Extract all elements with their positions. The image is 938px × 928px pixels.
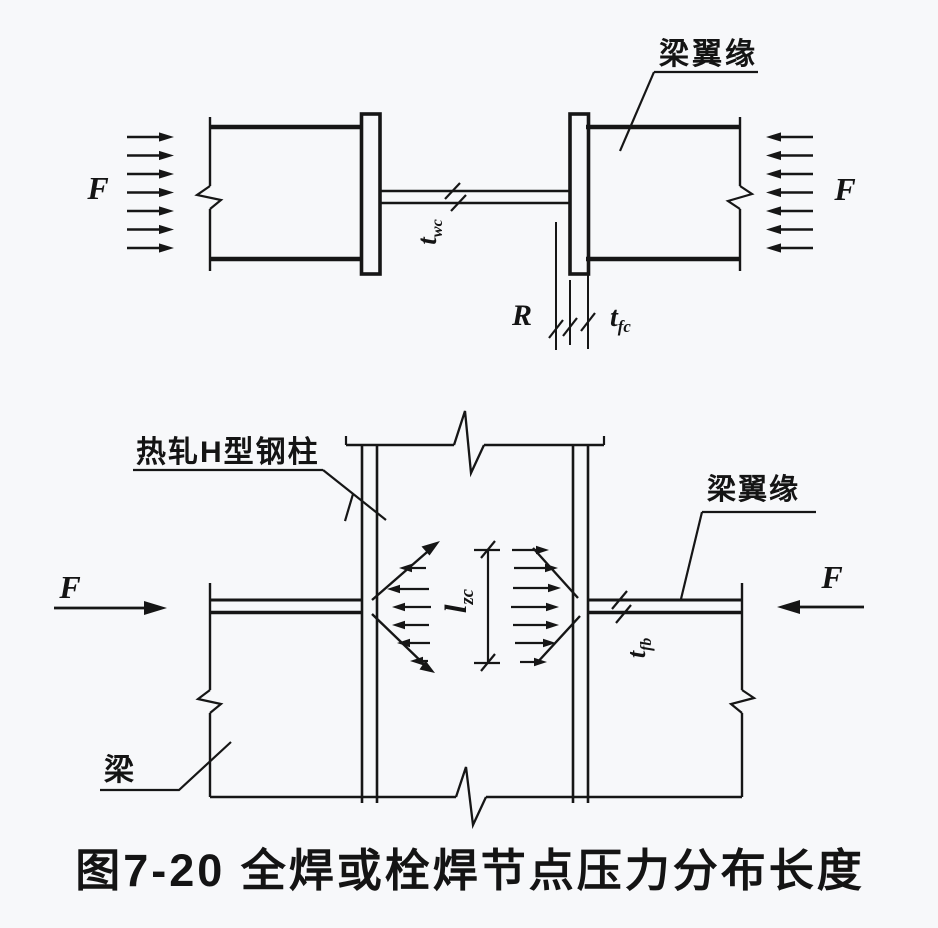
tfb-label: tfb (622, 638, 655, 658)
break-mark (194, 185, 224, 210)
lzc-label: lzc (438, 589, 478, 613)
dim-tick (562, 317, 578, 337)
radius-label: R (511, 299, 532, 332)
spread-diagonal (534, 615, 581, 666)
break-mark (728, 689, 757, 714)
twc-tick (450, 194, 467, 212)
break-mark (452, 410, 486, 478)
force-label: F (833, 171, 855, 207)
left-beam (195, 583, 362, 797)
column-section: twc (359, 112, 591, 276)
callout-leader (322, 469, 387, 521)
dim-tick (480, 653, 496, 672)
callout-leader (618, 71, 656, 152)
top-plan-view: F twc (86, 38, 856, 350)
diagonal-arrow-head (421, 541, 440, 556)
left-beam-flange-plate (194, 117, 364, 271)
dim-tick (480, 540, 496, 559)
beam-flange-label: 梁翼缘 (659, 38, 758, 71)
column-callout: 热轧H型钢柱 (133, 436, 387, 522)
arrow-row (127, 132, 174, 253)
beam-label: 梁 (104, 754, 134, 787)
column-label: 热轧H型钢柱 (136, 436, 320, 469)
leader-tick (343, 493, 355, 522)
force-label: F (820, 559, 842, 595)
beam-flange-label: 梁翼缘 (707, 473, 800, 506)
force-arrow-right: F (777, 559, 864, 614)
dim-tick (615, 604, 632, 624)
callout-leader (100, 741, 232, 792)
break-mark (725, 185, 755, 210)
twc-tick (444, 182, 461, 200)
dim-tick (611, 590, 628, 610)
pressure-fan-left (371, 541, 440, 673)
beam-flange-callout-bottom: 梁翼缘 (679, 473, 816, 600)
spread-diagonal (532, 547, 579, 599)
column-flange-left (359, 112, 382, 276)
lzc-dimension: lzc (438, 540, 500, 672)
right-beam-flange-plate (586, 117, 755, 271)
twc-label: twc (412, 219, 446, 245)
beam-flange-callout-top: 梁翼缘 (618, 38, 758, 152)
right-beam (588, 583, 757, 797)
fan-arrows (511, 545, 561, 667)
force-arrows-left: F (86, 132, 174, 253)
diagonal-arrow-head (419, 660, 435, 673)
tfc-label: tfc (610, 302, 631, 336)
break-mark (195, 689, 224, 714)
break-mark (454, 766, 488, 830)
force-arrows-right: F (766, 132, 856, 253)
arrow-row (766, 132, 813, 253)
force-label: F (58, 569, 80, 605)
callout-leader (679, 511, 704, 600)
dim-tick (548, 319, 564, 339)
fan-arrows (387, 563, 431, 666)
flange-dimension-group: R tfc (511, 222, 631, 350)
tfb-dimension: tfb (611, 590, 655, 658)
beam-callout: 梁 (100, 741, 232, 792)
dim-tick (580, 312, 596, 332)
figure-caption: 图7-20 全焊或栓焊节点压力分布长度 (75, 845, 865, 896)
column-flange-right (568, 112, 591, 276)
elevation-view: lzc tfb 热轧H型钢柱 梁翼缘 梁 F (54, 410, 864, 830)
pressure-fan-right (511, 545, 581, 667)
column-elevation (210, 410, 742, 830)
spread-diagonal (371, 545, 435, 601)
force-label: F (86, 170, 108, 206)
force-arrow-left: F (54, 569, 167, 615)
